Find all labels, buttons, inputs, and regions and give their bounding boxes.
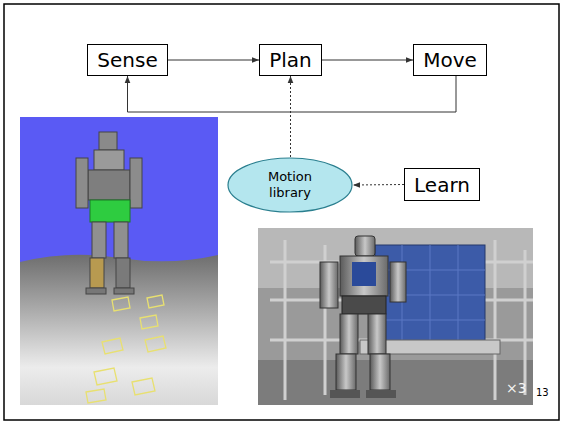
speed-note: ×3 [506,380,527,396]
flow-arrow [128,76,457,112]
page-number: 13 [536,387,549,398]
process-box: Sense [87,44,168,76]
flow-arrow [168,60,259,61]
robot-figure [320,236,406,398]
node-text: Move [423,48,477,72]
flow-arrow [290,76,291,157]
simulation-picture [20,117,218,405]
node-text: Motion library [251,169,329,200]
robot-figure [76,132,142,294]
node-text: Plan [269,48,312,72]
process-box: Learn [404,168,480,201]
flow-arrow [353,184,404,186]
process-box: Move [413,44,487,76]
robot-photo [258,228,533,405]
flow-arrow [322,60,413,61]
slide-border [4,4,559,420]
library-ellipse: Motion library [227,157,353,213]
ellipse-shape [228,158,352,212]
node-text: Sense [97,48,157,72]
node-text: Learn [414,173,470,197]
process-box: Plan [259,44,322,76]
